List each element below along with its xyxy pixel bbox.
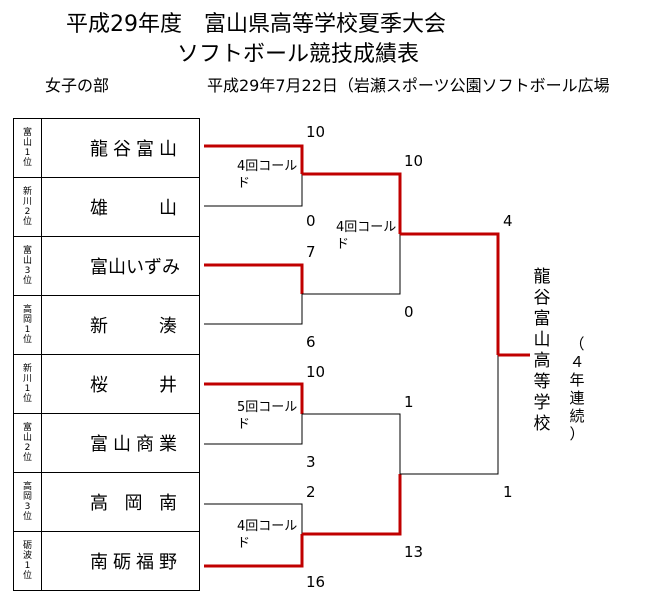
r1m3-bottom-line [204, 414, 303, 445]
r1m2-top-line [204, 263, 304, 294]
r1m4-note: 4回コールド [237, 519, 298, 551]
r1m2-bottom-line [204, 294, 303, 325]
final-top-score: 4 [503, 212, 513, 230]
sf1-bottom-line [302, 234, 401, 295]
r1m3-top-score: 10 [306, 363, 326, 381]
r1m4-bottom-line [204, 534, 304, 568]
r1m1-top-line [204, 144, 304, 174]
r1m2-bottom-score: 6 [306, 333, 316, 351]
r1m1-bottom-line [204, 174, 303, 207]
r1m4-top-line [204, 503, 303, 534]
r1m1-bottom-score: 0 [306, 212, 316, 230]
r1m1-note: 4回コールド [237, 159, 298, 191]
title-line-2: ソフトボール競技成績表 [177, 42, 420, 67]
r1m4-top-score: 2 [306, 483, 316, 501]
division-label: 女子の部 [45, 76, 110, 95]
r1m1-top-score: 10 [306, 123, 326, 141]
sf2-top-line [302, 413, 401, 474]
champion-name: 龍谷富山高等学校 [533, 267, 551, 434]
r1m3-note: 5回コールド [237, 400, 298, 432]
title-line-1: 平成29年度 富山県高等学校夏季大会 [66, 12, 446, 37]
sf2-bottom-score: 13 [404, 543, 424, 561]
final-bottom-score: 1 [503, 483, 513, 501]
r1m4-bottom-score: 16 [306, 573, 326, 591]
sf2-bottom-line [302, 474, 402, 536]
final-top-line [400, 232, 500, 355]
team-name-cell: 富山いずみ [41, 236, 200, 296]
sf1-top-line [302, 172, 402, 234]
date-venue: 平成29年7月22日（岩瀬スポーツ公園ソフトボール広場 [207, 76, 610, 95]
team-name-cell: 雄山 [41, 177, 200, 237]
r1m3-bottom-score: 3 [306, 453, 316, 471]
r1m3-top-line [204, 382, 304, 414]
sf1-bottom-score: 0 [404, 303, 414, 321]
final-bottom-line [400, 355, 499, 475]
team-name-cell: 桜井 [41, 354, 200, 414]
team-name-cell: 新湊 [41, 295, 200, 355]
team-name-cell: 龍谷富山 [41, 118, 200, 178]
team-name-cell: 南砺福野 [41, 531, 200, 591]
sf2-top-score: 1 [404, 393, 414, 411]
sf1-top-score: 10 [404, 152, 424, 170]
r1m2-top-score: 7 [306, 243, 316, 261]
sf1-note: 4回コールド [336, 220, 397, 252]
